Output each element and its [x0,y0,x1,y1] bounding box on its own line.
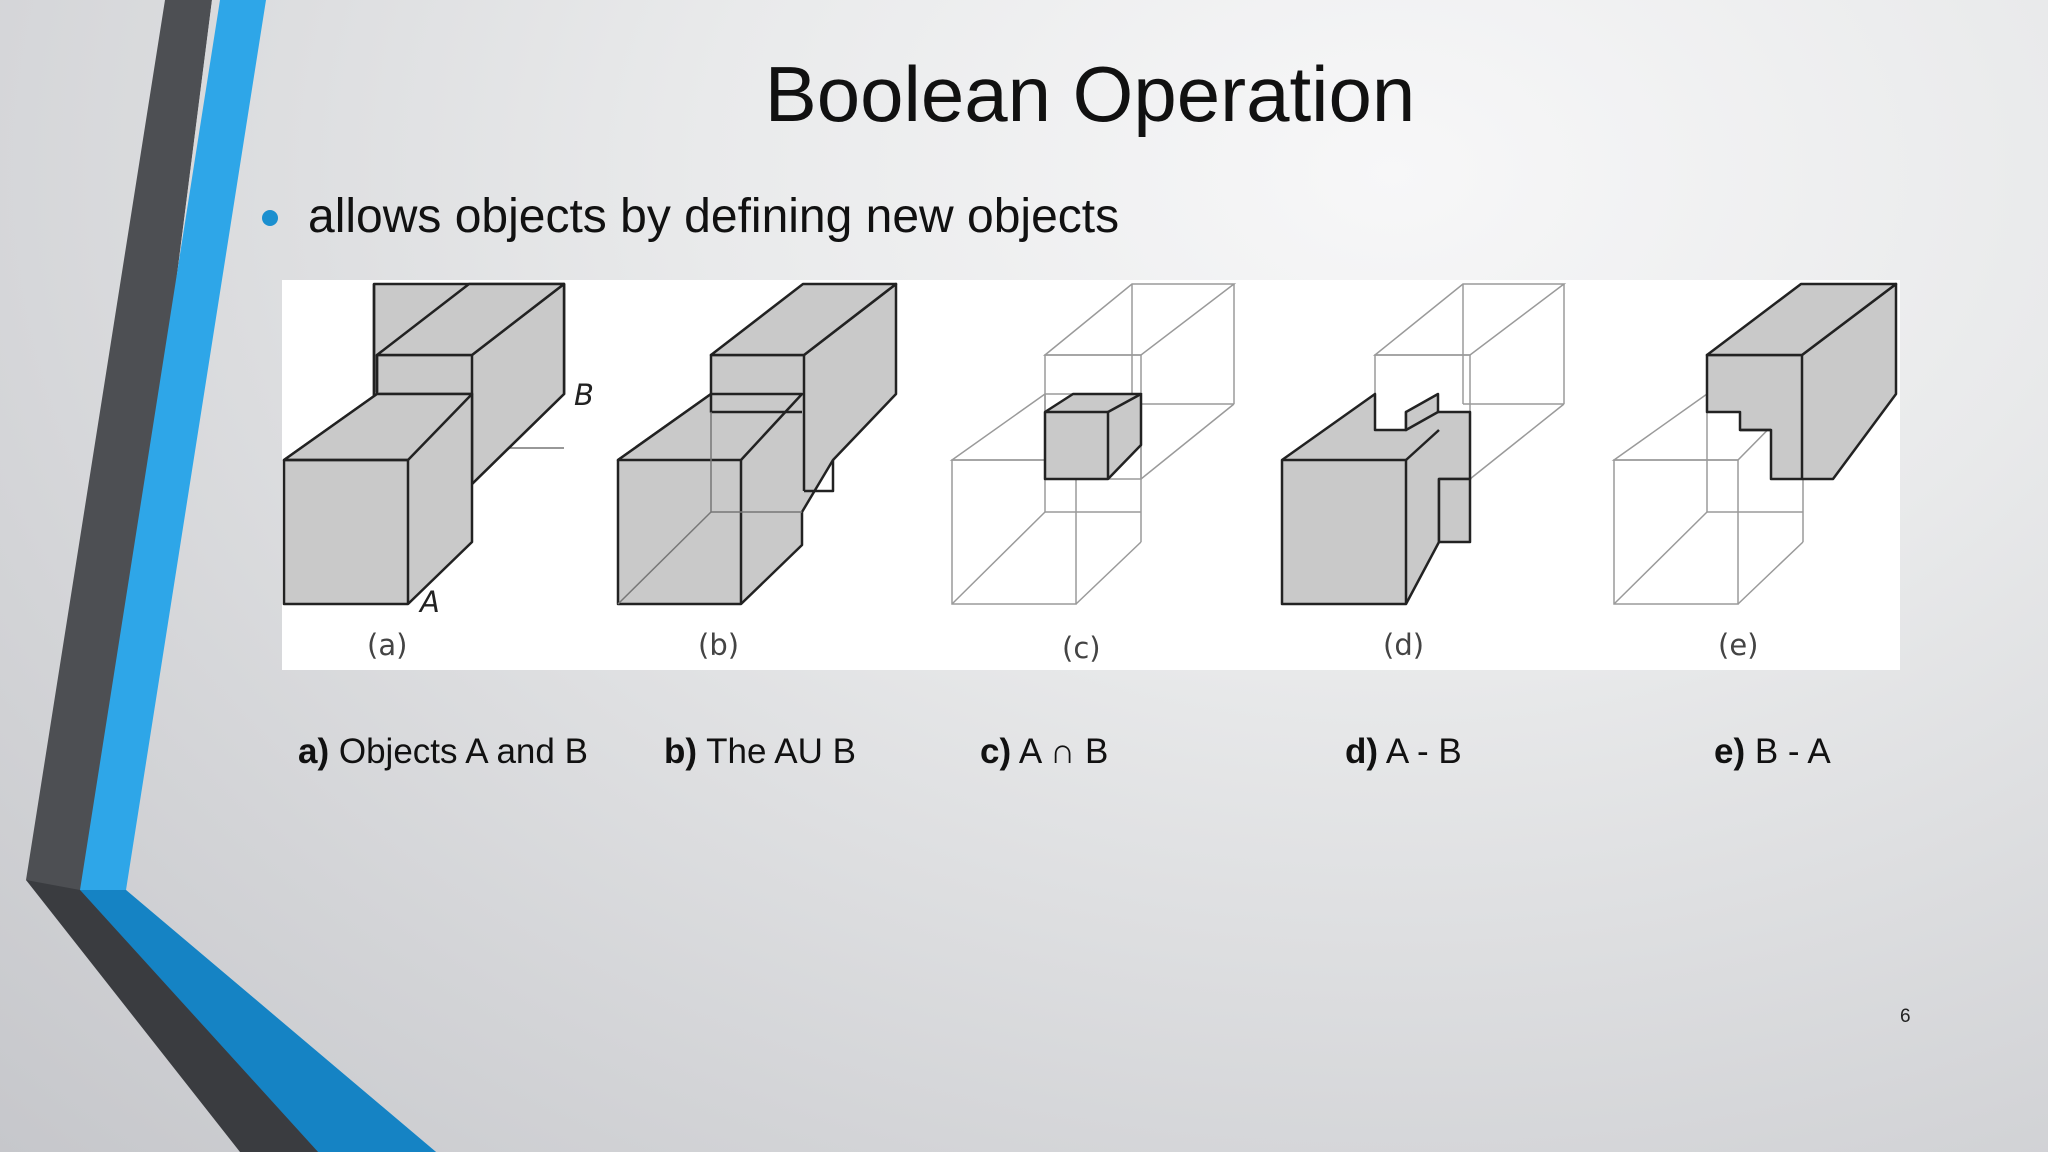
panel-label-a: (a) [367,628,407,662]
cubes-diagram: B A (a) (b) [282,282,1898,665]
object-letter-b: B [574,378,594,412]
panel-e-solid [1705,282,1898,481]
slide-title: Boolean Operation [764,50,1416,138]
panel-b [616,282,898,606]
caption-key: e) [1714,732,1746,771]
page-number: 6 [1900,1006,1911,1027]
caption-key: a) [298,732,330,771]
captions-row: a) Objects A and B b) The AU B c) A ∩ B … [0,732,2048,782]
caption-key: d) [1345,732,1379,771]
caption-text: Objects A and B [338,732,588,771]
caption-b: b) The AU B [664,732,856,772]
caption-text: The AU B [706,732,856,771]
dark-blue-wedge [80,890,436,1152]
bullet-item: allows objects by defining new objects [262,190,1120,243]
panel-label-b: (b) [698,628,739,662]
caption-e: e) B - A [1714,732,1831,772]
caption-key: c) [980,732,1012,771]
panel-c-solid [1043,392,1143,481]
caption-d: d) A - B [1345,732,1462,772]
bullet-icon [262,210,278,226]
panel-label-e: (e) [1718,628,1758,662]
panel-label-c: (c) [1062,631,1101,665]
caption-text: B - A [1754,732,1831,771]
gray-stripe [26,0,395,1152]
boolean-operations-figure: B A (a) (b) [282,280,1900,670]
object-letter-a: A [418,585,440,619]
caption-c: c) A ∩ B [980,732,1108,772]
caption-key: b) [664,732,698,771]
panel-d-solid [1280,392,1472,606]
caption-text: A ∩ B [1018,732,1109,771]
panel-label-d: (d) [1383,628,1424,662]
bullet-text: allows objects by defining new objects [308,190,1120,243]
dark-gray-wedge [26,880,318,1152]
caption-text: A - B [1385,732,1462,771]
blue-stripe [80,0,436,1152]
caption-a: a) Objects A and B [298,732,588,772]
